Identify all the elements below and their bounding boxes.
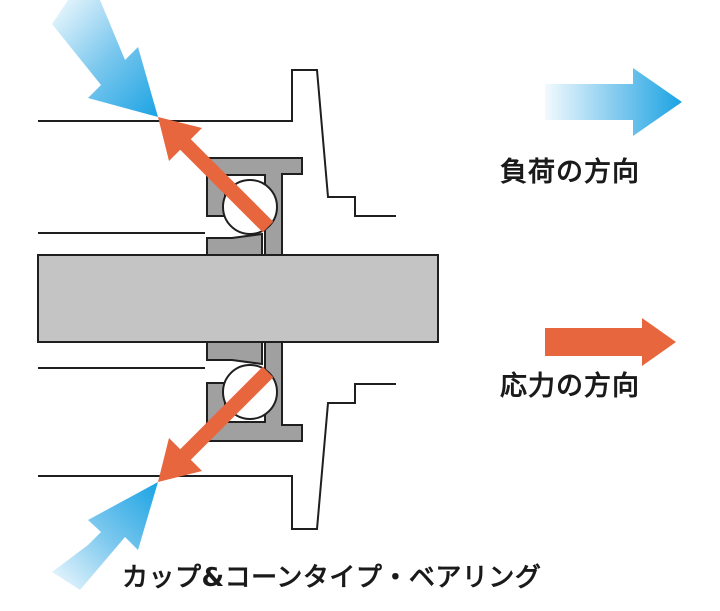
legend-stress-arrow-icon [545, 318, 676, 366]
hub-outline-upper [38, 69, 396, 234]
lower-cone [206, 341, 263, 366]
legend-load-arrow-icon [545, 68, 682, 136]
upper-cup [206, 157, 303, 256]
load-direction-label: 負荷の方向 [500, 157, 640, 188]
load-arrow-lower [52, 482, 158, 590]
stress-arrow-upper [158, 117, 274, 233]
axle-shaft [37, 254, 439, 343]
load-arrow-upper [52, 0, 158, 117]
stress-arrow-lower [158, 366, 274, 482]
hub-outline-lower [38, 367, 396, 530]
stress-direction-label: 応力の方向 [500, 371, 640, 402]
upper-cone [206, 232, 263, 256]
lower-cup [206, 341, 303, 442]
diagram-caption: カップ&コーンタイプ・ベアリング [122, 563, 542, 593]
